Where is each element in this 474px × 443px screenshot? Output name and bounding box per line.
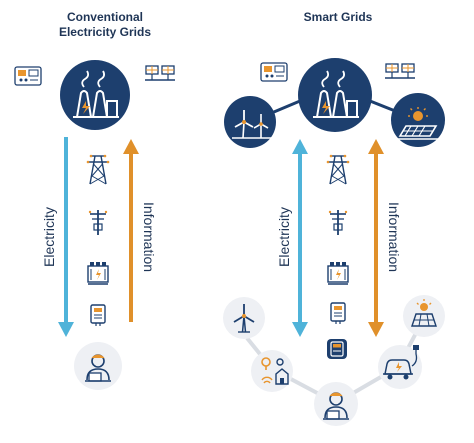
consumer-node xyxy=(74,342,122,390)
conventional-grid-title-line2: Electricity Grids xyxy=(58,25,152,39)
information-arrow xyxy=(368,139,384,337)
electricity-arrow xyxy=(58,137,74,337)
solar-array-icon xyxy=(144,65,176,81)
transformer-icon xyxy=(327,261,349,285)
smart-grid: Electricity Information xyxy=(223,58,445,426)
solar-array-icon xyxy=(384,63,416,79)
ev-node xyxy=(378,345,422,389)
conventional-grid-title: Conventional Electricity Grids xyxy=(30,10,180,40)
information-label: Information xyxy=(141,202,157,272)
electricity-arrow xyxy=(292,139,308,337)
control-room-icon xyxy=(260,62,288,82)
wind-consumer-node xyxy=(223,297,265,339)
transmission-tower-icon xyxy=(326,153,350,185)
smart-grid-title: Smart Grids xyxy=(303,10,373,24)
utility-pole-icon xyxy=(87,209,109,236)
solar-farm-node xyxy=(391,93,445,147)
smart-home-icon xyxy=(261,357,289,385)
power-plant-node xyxy=(298,58,372,132)
smart-home-node xyxy=(251,350,293,392)
conventional-grid: Electricity Information xyxy=(14,60,176,390)
power-plant-node xyxy=(60,60,130,130)
electricity-label: Electricity xyxy=(41,207,57,267)
transformer-icon xyxy=(87,261,109,285)
solar-array-icon xyxy=(411,299,437,327)
information-arrow xyxy=(123,139,139,322)
information-label: Information xyxy=(386,202,402,272)
electricity-label: Electricity xyxy=(276,207,292,267)
wind-farm-node xyxy=(224,96,276,148)
electric-vehicle-icon xyxy=(383,345,419,380)
transmission-tower-icon xyxy=(85,153,111,185)
solar-consumer-node xyxy=(403,295,445,337)
meter-icon xyxy=(90,304,106,327)
conventional-grid-title-line1: Conventional xyxy=(66,10,143,24)
control-room-icon xyxy=(14,66,42,86)
smart-meter-icon xyxy=(330,341,344,357)
meter-icon xyxy=(330,302,346,325)
consumer-node xyxy=(314,382,358,426)
smart-meter-node xyxy=(327,339,347,359)
utility-pole-icon xyxy=(327,209,349,236)
